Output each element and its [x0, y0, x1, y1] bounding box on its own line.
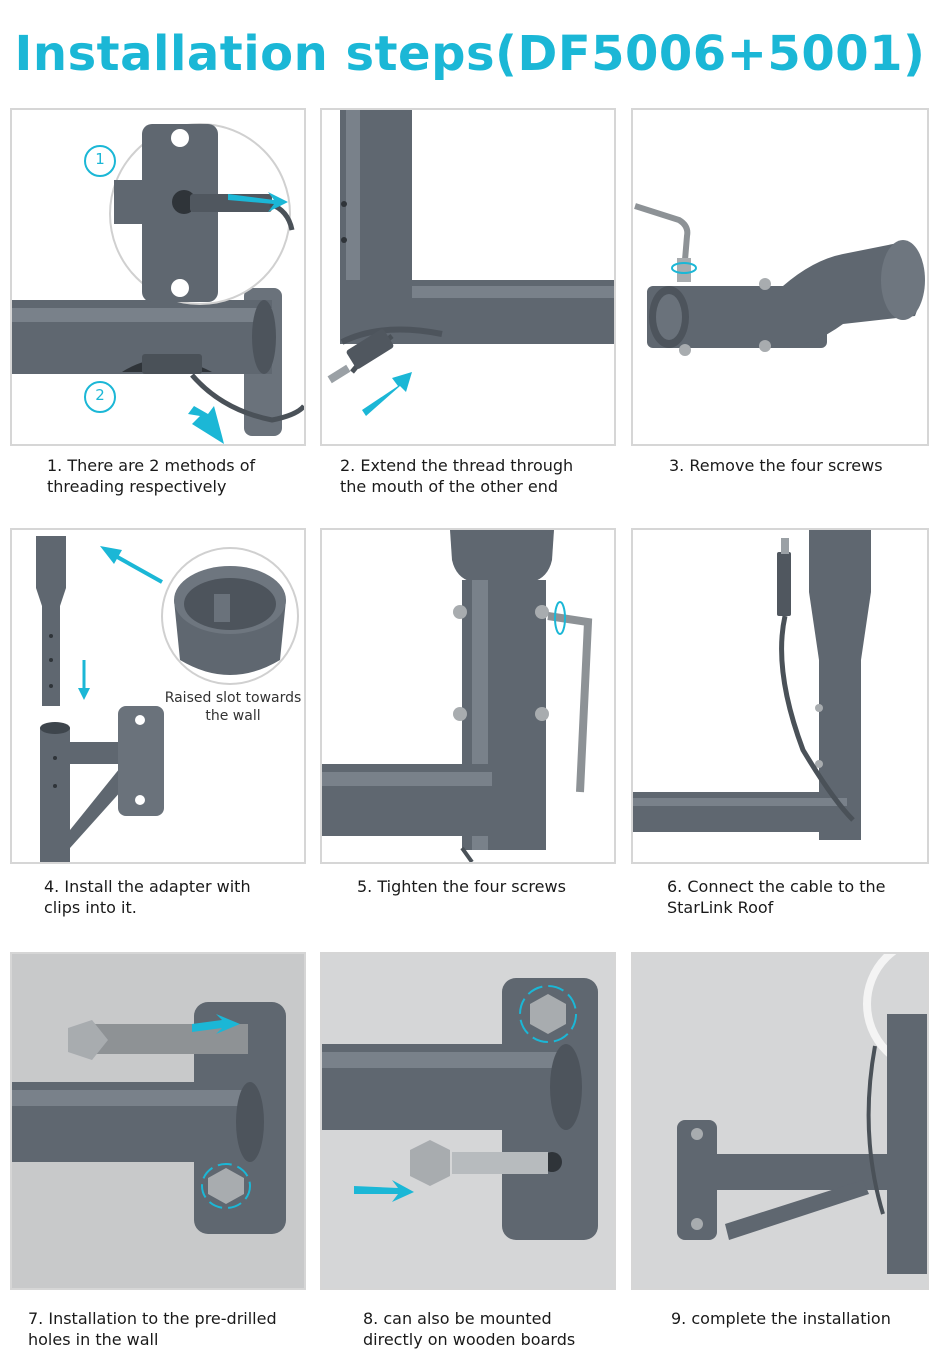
step-5-illustration: [320, 528, 616, 864]
step-3-illustration: [631, 108, 929, 446]
step-6-illustration: [631, 528, 929, 864]
step-4-illustration: Raised slot towards the wall: [10, 528, 306, 864]
step-2-caption: 2. Extend the thread through the mouth o…: [340, 456, 574, 496]
step-8-caption: 8. can also be mounted directly on woode…: [363, 1309, 576, 1349]
step-7-illustration: [10, 952, 306, 1290]
step-8-illustration: [320, 952, 616, 1290]
step-9-caption: 9. complete the installation: [671, 1309, 891, 1328]
step-9-illustration: [631, 952, 929, 1290]
step-4-caption: 4. Install the adapter with clips into i…: [44, 877, 251, 917]
raised-slot-note: Raised slot towards the wall: [164, 690, 302, 724]
step-6-caption: 6. Connect the cable to the StarLink Roo…: [667, 877, 886, 917]
step-5-caption: 5. Tighten the four screws: [357, 877, 566, 896]
step-2-illustration: [320, 108, 616, 446]
method-marker-2: 2: [95, 386, 105, 404]
page-title: Installation steps(DF5006+5001): [14, 26, 926, 82]
method-marker-1: 1: [95, 150, 105, 168]
step-1-illustration: 1 2: [10, 108, 306, 446]
step-7-caption: 7. Installation to the pre-drilled holes…: [28, 1309, 277, 1349]
step-3-caption: 3. Remove the four screws: [669, 456, 883, 475]
step-1-caption: 1. There are 2 methods of threading resp…: [47, 456, 256, 496]
